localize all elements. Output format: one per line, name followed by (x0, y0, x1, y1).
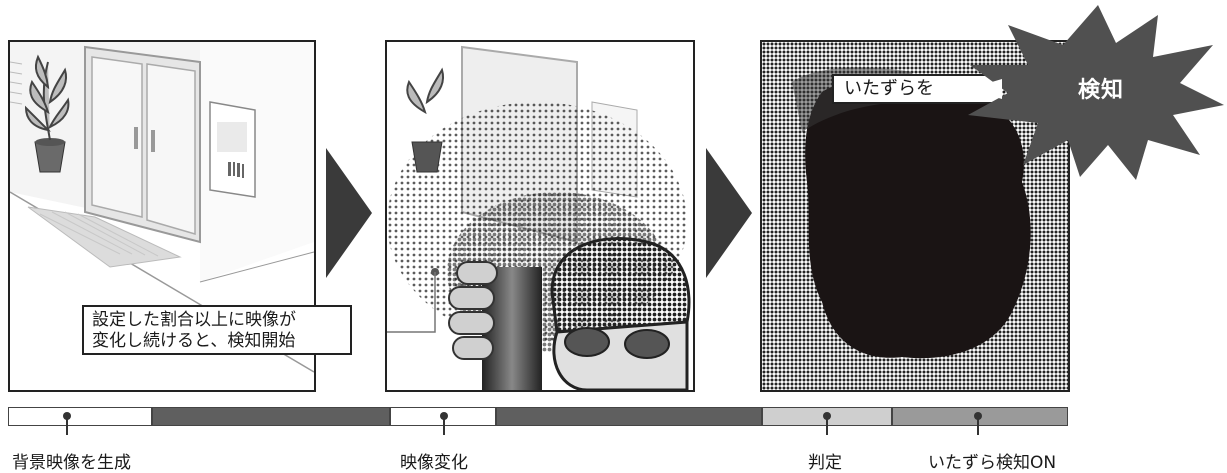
callout-line-2: 変化し続けると、検知開始 (92, 331, 296, 351)
timeline-marker-background (63, 412, 71, 435)
timeline-segment-background (8, 407, 152, 426)
image-change-panel (385, 40, 695, 392)
timeline-marker-judge (823, 412, 831, 435)
process-timeline (8, 407, 1068, 426)
timeline-segment-waiting (152, 407, 390, 426)
arrow-right-icon (326, 148, 372, 278)
tamper-text: いたずらを (844, 78, 934, 99)
timeline-marker-detect (974, 412, 982, 435)
background-scene-panel (8, 40, 316, 392)
burst-label: 検知 (1077, 78, 1124, 103)
label-detect-on: いたずら検知ON (928, 453, 1057, 473)
covering-camera-illustration (387, 45, 691, 390)
label-background: 背景映像を生成 (12, 453, 131, 473)
label-judge: 判定 (808, 453, 842, 473)
judgement-panel (760, 40, 1070, 392)
timeline-marker-change (440, 412, 448, 435)
timeline-segment-continuing (496, 407, 762, 426)
arrow-right-icon (706, 148, 752, 278)
callout-line-1: 設定した割合以上に映像が (92, 310, 296, 330)
detection-start-callout: 設定した割合以上に映像が 変化し続けると、検知開始 (82, 305, 352, 355)
entrance-illustration (10, 42, 314, 373)
detection-burst-icon (968, 5, 1224, 180)
label-change: 映像変化 (400, 453, 468, 473)
